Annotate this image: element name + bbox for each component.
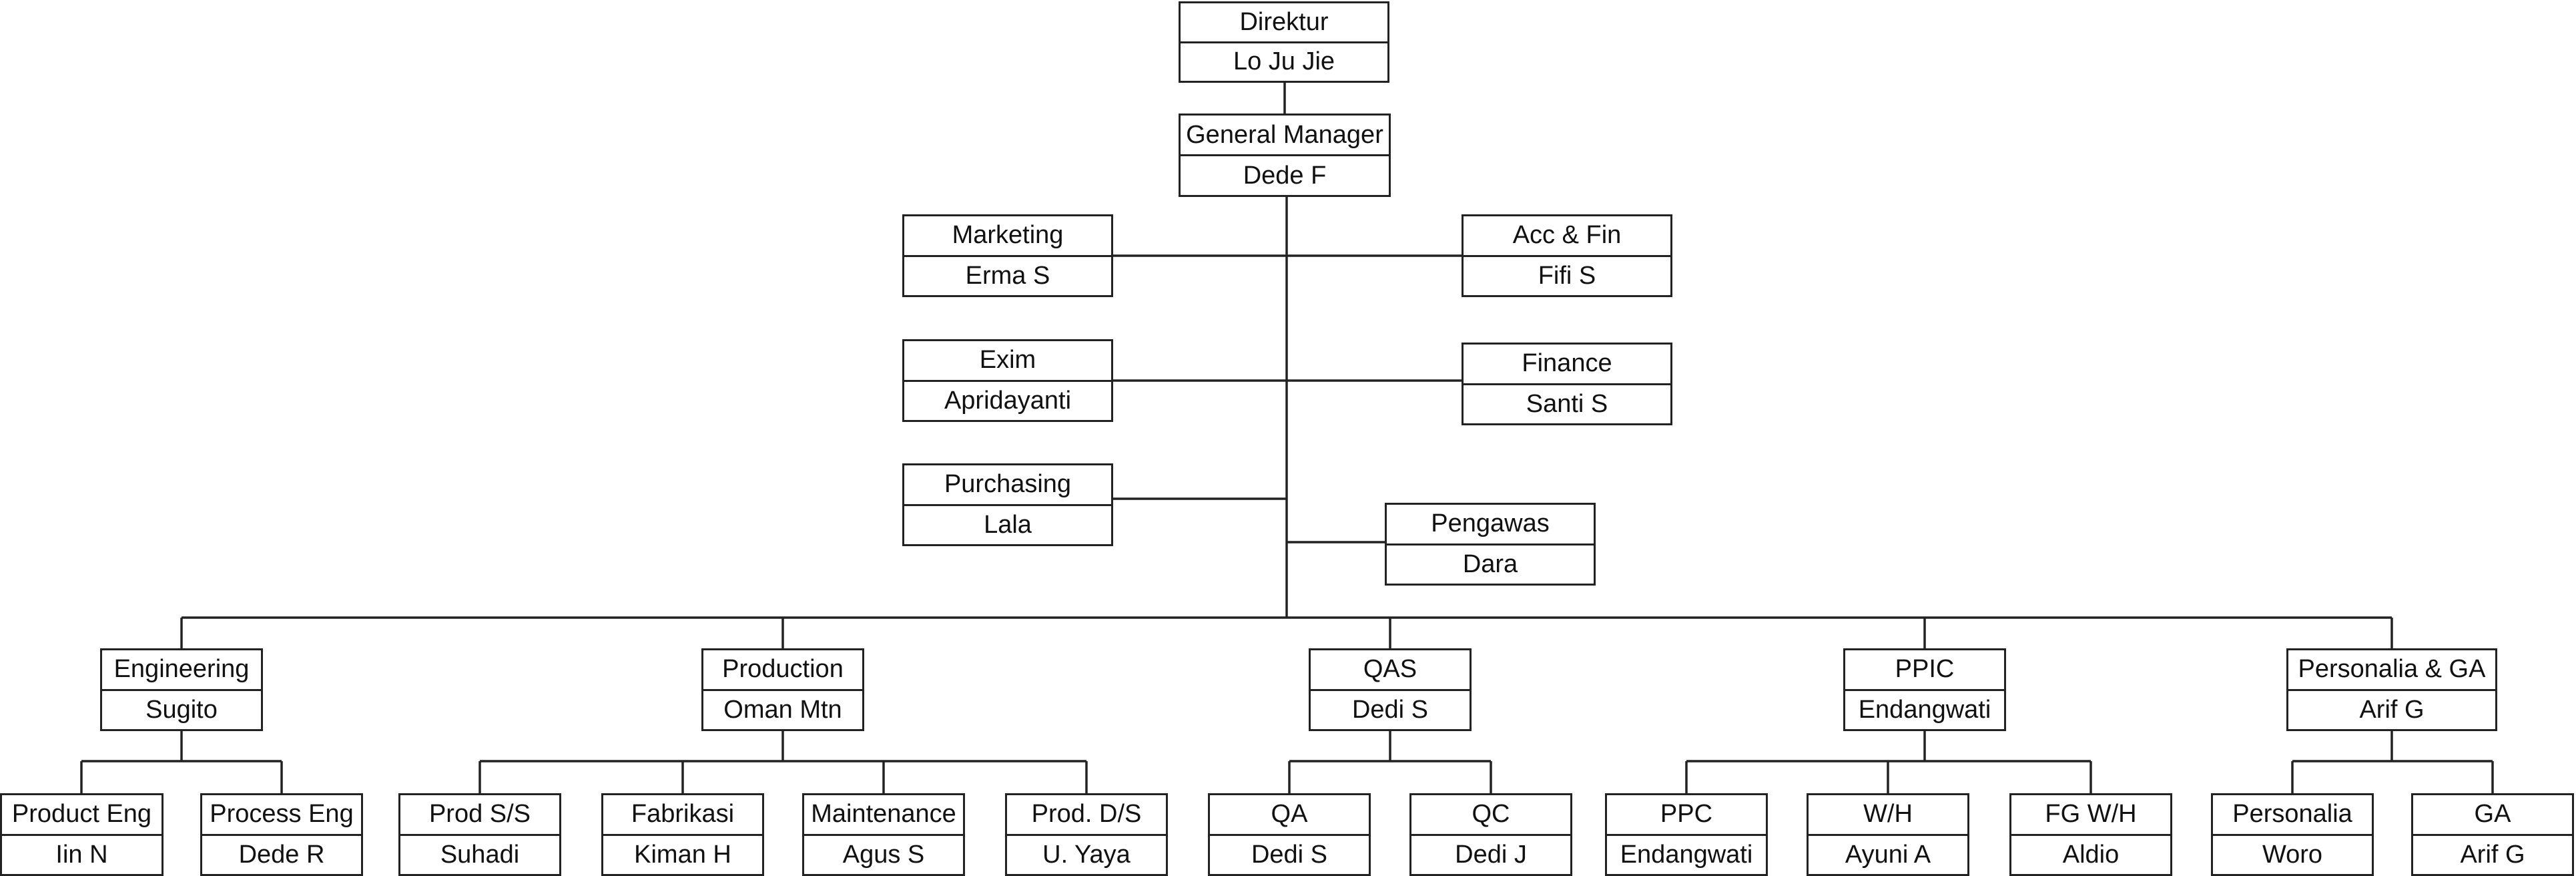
node-marketing: Marketing Erma S bbox=[902, 214, 1113, 297]
node-wh: W/H Ayuni A bbox=[1807, 793, 1969, 876]
node-person: Dedi S bbox=[1251, 840, 1328, 869]
node-qa: QA Dedi S bbox=[1208, 793, 1371, 876]
node-role: Finance bbox=[1464, 345, 1670, 385]
node-person: Fifi S bbox=[1538, 261, 1596, 290]
node-role: PPC bbox=[1607, 795, 1766, 836]
node-person: Lo Ju Jie bbox=[1233, 47, 1335, 76]
node-person: Dedi J bbox=[1455, 840, 1527, 869]
node-person: Iin N bbox=[55, 840, 108, 869]
node-role: Personalia & GA bbox=[2288, 650, 2495, 691]
node-ga: GA Arif G bbox=[2411, 793, 2574, 876]
node-engineering: Engineering Sugito bbox=[100, 648, 263, 731]
node-role: Engineering bbox=[102, 650, 261, 691]
node-role: Purchasing bbox=[904, 465, 1111, 506]
node-person: Erma S bbox=[965, 261, 1050, 290]
node-person: Dede R bbox=[238, 840, 325, 869]
node-person: Sugito bbox=[145, 695, 218, 724]
node-role: Marketing bbox=[904, 216, 1111, 257]
node-direktur: Direktur Lo Ju Jie bbox=[1179, 1, 1389, 83]
node-role: GA bbox=[2413, 795, 2572, 836]
node-maintenance: Maintenance Agus S bbox=[802, 793, 965, 876]
node-person: Apridayanti bbox=[944, 386, 1072, 415]
node-person: Aldio bbox=[2062, 840, 2120, 869]
node-general-manager: General Manager Dede F bbox=[1179, 114, 1391, 197]
node-person: Dedi S bbox=[1351, 695, 1429, 724]
node-person: Suhadi bbox=[440, 840, 520, 869]
node-person: Dede F bbox=[1243, 161, 1327, 190]
node-prod-ss: Prod S/S Suhadi bbox=[398, 793, 561, 876]
node-person: Santi S bbox=[1526, 389, 1608, 418]
node-person: Kiman H bbox=[634, 840, 731, 869]
node-acc-fin: Acc & Fin Fifi S bbox=[1462, 214, 1672, 297]
node-ppc: PPC Endangwati bbox=[1605, 793, 1768, 876]
node-qc: QC Dedi J bbox=[1409, 793, 1572, 876]
node-role: Maintenance bbox=[804, 795, 963, 836]
node-qas: QAS Dedi S bbox=[1309, 648, 1472, 731]
node-fg-wh: FG W/H Aldio bbox=[2009, 793, 2172, 876]
node-person: Arif G bbox=[2359, 695, 2425, 724]
node-person: Agus S bbox=[842, 840, 925, 869]
node-exim: Exim Apridayanti bbox=[902, 339, 1113, 422]
node-person: Woro bbox=[2262, 840, 2323, 869]
node-role: QA bbox=[1210, 795, 1369, 836]
node-person: Oman Mtn bbox=[723, 695, 842, 724]
node-pengawas: Pengawas Dara bbox=[1385, 503, 1596, 586]
node-fabrikasi: Fabrikasi Kiman H bbox=[601, 793, 764, 876]
node-ppic: PPIC Endangwati bbox=[1843, 648, 2006, 731]
node-person: U. Yaya bbox=[1042, 840, 1131, 869]
node-role: Pengawas bbox=[1387, 505, 1594, 545]
node-role: QAS bbox=[1311, 650, 1470, 691]
node-role: Exim bbox=[904, 341, 1111, 382]
node-role: Prod S/S bbox=[400, 795, 559, 836]
node-personalia-ga: Personalia & GA Arif G bbox=[2286, 648, 2497, 731]
node-person: Endangwati bbox=[1620, 840, 1753, 869]
node-person: Ayuni A bbox=[1845, 840, 1931, 869]
node-person: Endangwati bbox=[1858, 695, 1991, 724]
node-role: Fabrikasi bbox=[603, 795, 762, 836]
node-role: Prod. D/S bbox=[1007, 795, 1166, 836]
node-finance: Finance Santi S bbox=[1462, 343, 1672, 425]
node-product-eng: Product Eng Iin N bbox=[0, 793, 164, 876]
node-production: Production Oman Mtn bbox=[701, 648, 864, 731]
node-role: Personalia bbox=[2213, 795, 2372, 836]
node-role: Product Eng bbox=[2, 795, 162, 836]
node-role: PPIC bbox=[1845, 650, 2004, 691]
node-role: FG W/H bbox=[2011, 795, 2170, 836]
node-prod-ds: Prod. D/S U. Yaya bbox=[1005, 793, 1168, 876]
node-purchasing: Purchasing Lala bbox=[902, 463, 1113, 546]
node-person: Arif G bbox=[2460, 840, 2525, 869]
node-role: Direktur bbox=[1181, 3, 1387, 43]
node-role: Production bbox=[703, 650, 862, 691]
node-role: Acc & Fin bbox=[1464, 216, 1670, 257]
node-role: QC bbox=[1411, 795, 1570, 836]
node-person: Lala bbox=[984, 510, 1032, 539]
node-process-eng: Process Eng Dede R bbox=[200, 793, 363, 876]
node-role: W/H bbox=[1809, 795, 1967, 836]
node-role: Process Eng bbox=[202, 795, 361, 836]
node-role: General Manager bbox=[1181, 116, 1389, 156]
node-person: Dara bbox=[1462, 550, 1518, 578]
node-personalia: Personalia Woro bbox=[2211, 793, 2374, 876]
